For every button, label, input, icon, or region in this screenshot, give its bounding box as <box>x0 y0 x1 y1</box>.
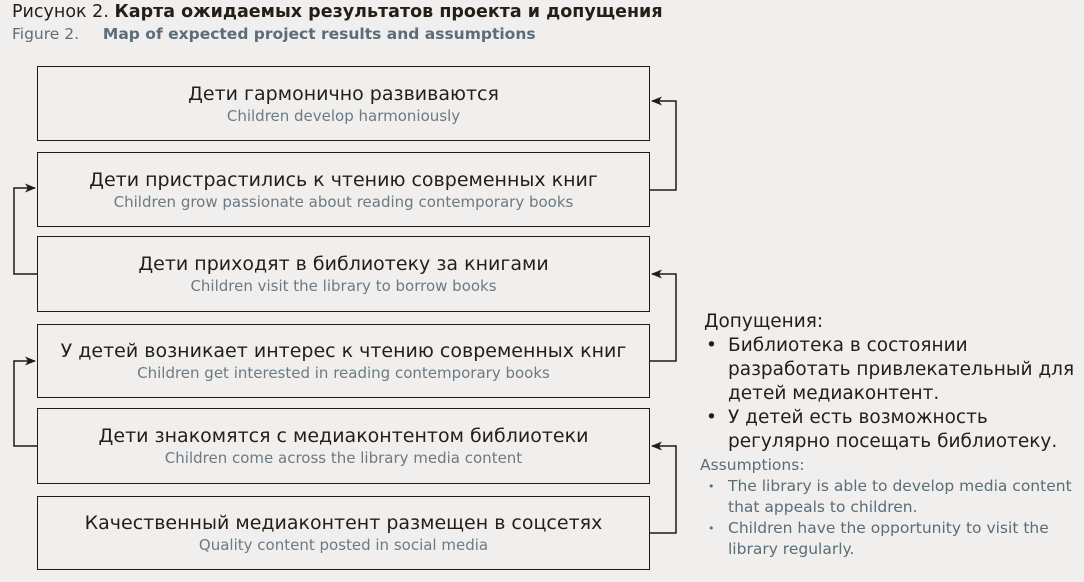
assumption-text-en: Children have the opportunity to visit t… <box>728 519 1049 558</box>
assumptions-list-ru: • Библиотека в состоянии разработать при… <box>700 334 1078 454</box>
assumption-text-ru: У детей есть возможность регулярно посещ… <box>728 407 1058 452</box>
assumption-item-en: • Children have the opportunity to visit… <box>700 518 1078 560</box>
assumption-item-en: • The library is able to develop media c… <box>700 476 1078 518</box>
flow-node-children-visit-library[interactable]: Дети приходят в библиотеку за книгами Ch… <box>37 236 650 312</box>
assumptions-panel: Допущения: • Библиотека в состоянии разр… <box>700 310 1078 560</box>
bullet-icon: • <box>708 522 715 535</box>
assumption-item-ru: • Библиотека в состоянии разработать при… <box>700 334 1078 406</box>
flow-node-title-ru: Дети гармонично развиваются <box>188 82 499 105</box>
assumption-text-ru: Библиотека в состоянии разработать привл… <box>728 335 1075 404</box>
caption-en-prefix: Figure 2. <box>12 25 80 43</box>
results-flow-chart: Дети гармонично развиваются Children dev… <box>37 66 650 570</box>
flow-node-title-en: Children come across the library media c… <box>164 449 523 467</box>
flow-node-children-media-content[interactable]: Дети знакомятся с медиаконтентом библиот… <box>37 408 650 484</box>
flow-node-title-ru: Качественный медиаконтент размещен в соц… <box>84 512 603 534</box>
bullet-icon: • <box>706 407 717 428</box>
assumptions-title-ru: Допущения: <box>704 311 824 332</box>
assumption-text-en: The library is able to develop media con… <box>728 477 1072 516</box>
bullet-icon: • <box>706 335 717 356</box>
flow-node-title-en: Children get interested in reading conte… <box>137 364 550 382</box>
caption-ru-prefix: Рисунок 2. <box>12 2 109 22</box>
figure-caption: Рисунок 2. Карта ожидаемых результатов п… <box>12 1 772 45</box>
caption-russian: Рисунок 2. Карта ожидаемых результатов п… <box>12 1 772 23</box>
caption-en-title: Map of expected project results and assu… <box>102 25 536 43</box>
flow-node-quality-content-social-media[interactable]: Качественный медиаконтент размещен в соц… <box>37 496 650 570</box>
flow-node-children-develop-harmoniously[interactable]: Дети гармонично развиваются Children dev… <box>37 66 650 141</box>
caption-english: Figure 2. Map of expected project result… <box>12 23 772 45</box>
assumptions-title-en: Assumptions: <box>700 456 805 474</box>
flow-node-title-ru: Дети знакомятся с медиаконтентом библиот… <box>98 425 589 447</box>
flow-node-title-en: Quality content posted in social media <box>198 536 489 554</box>
caption-ru-title: Карта ожидаемых результатов проекта и до… <box>114 2 663 22</box>
flow-node-title-ru: Дети пристрастились к чтению современных… <box>89 168 598 191</box>
flow-node-title-en: Children develop harmoniously <box>226 106 461 125</box>
flow-node-children-interested-reading[interactable]: У детей возникает интерес к чтению совре… <box>37 324 650 398</box>
flow-node-title-en: Children visit the library to borrow boo… <box>190 277 497 295</box>
bullet-icon: • <box>708 480 715 493</box>
assumptions-list-en: • The library is able to develop media c… <box>700 476 1078 560</box>
flow-node-children-passionate-reading[interactable]: Дети пристрастились к чтению современных… <box>37 152 650 227</box>
flow-node-title-ru: Дети приходят в библиотеку за книгами <box>138 253 549 275</box>
flow-node-title-ru: У детей возникает интерес к чтению совре… <box>60 340 627 362</box>
flow-node-title-en: Children grow passionate about reading c… <box>113 192 574 211</box>
assumption-item-ru: • У детей есть возможность регулярно пос… <box>700 406 1078 454</box>
